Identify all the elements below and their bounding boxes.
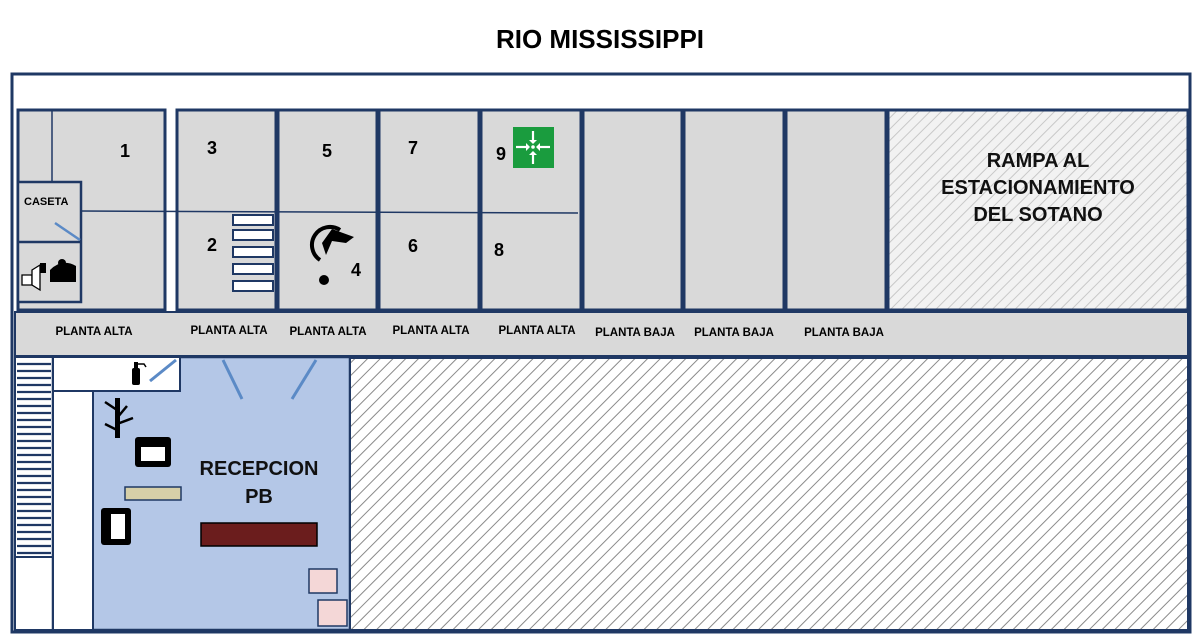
wheelchair-icon [310,224,354,285]
storage-box [317,599,348,627]
door-swing [290,359,318,400]
level-label-8: PLANTA BAJA [804,327,884,339]
ramp-area [886,108,1190,312]
parking-bay-2-3 [175,108,278,312]
armchair-icon [101,508,131,545]
armchair-icon [135,437,171,467]
space-number-3: 3 [207,138,217,158]
reception-area [51,355,352,632]
storage-box [308,568,338,594]
door-swing [221,359,244,400]
space-number-6: 6 [408,236,418,256]
reception-desk [200,522,318,547]
level-label-6: PLANTA BAJA [595,327,675,339]
ramp-label-line-1: RAMPA AL [987,150,1090,172]
level-label-2: PLANTA ALTA [190,325,267,337]
fire-extinguisher-icon [132,362,147,385]
level-label-3: PLANTA ALTA [289,326,366,338]
parking-attendant-icon [21,259,76,292]
level-label-4: PLANTA ALTA [392,325,469,337]
plant-icon [104,398,134,438]
side-stairs-treads [17,362,51,555]
ramp-label-line-2: ESTACIONAMIENTO [941,177,1135,199]
level-label-7: PLANTA BAJA [694,327,774,339]
space-number-7: 7 [408,138,418,158]
parking-bay-planta-baja-2 [682,108,786,312]
parking-bay-6-7 [377,108,481,312]
ramp-label-line-3: DEL SOTANO [973,204,1102,226]
door-swing [149,358,177,383]
corridor [52,390,94,631]
level-divider [79,210,579,214]
emergency-exit-icon [513,127,554,168]
side-passage [14,556,54,631]
space-number-2: 2 [207,235,217,255]
hatched-area [349,357,1189,631]
side-stairs [14,356,54,558]
bench [124,486,182,501]
parking-bay-planta-baja-1 [581,108,684,312]
reception-label-line-1: RECEPCION [200,458,319,480]
level-label-5: PLANTA ALTA [498,325,575,337]
caseta-door [54,221,81,242]
caseta-label: CASETA [24,196,68,208]
space-number-5: 5 [322,141,332,161]
driveway [14,311,1189,357]
space-number-9: 9 [496,144,506,164]
stairs-icon [232,214,274,292]
page-title: RIO MISSISSIPPI [495,24,705,54]
level-label-1: PLANTA ALTA [55,326,132,338]
space-number-8: 8 [494,240,504,260]
space-number-1: 1 [120,141,130,161]
space-number-4: 4 [351,260,361,280]
reception-label-line-2: PB [245,486,273,508]
parking-bay-planta-baja-3 [784,108,888,312]
